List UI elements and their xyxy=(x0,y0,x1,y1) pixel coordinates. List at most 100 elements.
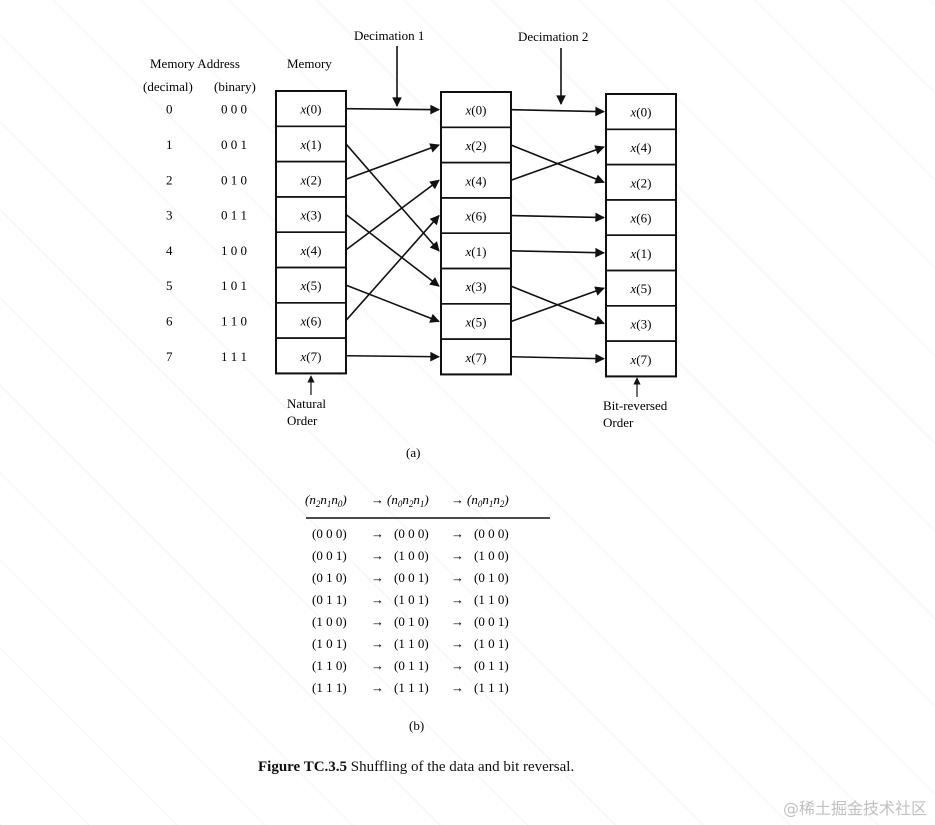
bit-reversed-cell xyxy=(605,340,677,378)
table-cell: (0 1 1) xyxy=(312,592,347,607)
bit-reversed-order-label-1: Bit-reversed xyxy=(603,398,668,413)
connection-lines xyxy=(345,104,605,364)
natural-order-label-2: Order xyxy=(287,413,318,428)
decimation-1-line xyxy=(345,284,440,323)
table-header-arrow-1: → xyxy=(371,492,384,507)
table-arrow: → xyxy=(451,680,464,695)
table-cell: (0 0 0) xyxy=(312,526,347,541)
table-arrow: → xyxy=(371,636,384,651)
table-cell: (1 0 1) xyxy=(394,592,429,607)
decimation-2-line xyxy=(510,353,605,364)
table-arrow: → xyxy=(451,548,464,563)
bit-reversed-cell-label: x(3) xyxy=(630,316,652,331)
subfigure-a-label: (a) xyxy=(406,445,420,460)
figure-caption: Figure TC.3.5 Shuffling of the data and … xyxy=(258,759,574,776)
memory-header: Memory xyxy=(287,56,332,71)
table-arrow: → xyxy=(371,548,384,563)
table-arrow: → xyxy=(451,636,464,651)
table-cell: (1 0 0) xyxy=(394,548,429,563)
memory-cell-label: x(7) xyxy=(300,349,322,364)
table-cell: (1 1 0) xyxy=(312,658,347,673)
table-header-arrow-2: → xyxy=(451,492,464,507)
address-decimal: 4 xyxy=(166,243,173,258)
decimal-header: (decimal) xyxy=(143,79,193,94)
decimation-1-line xyxy=(345,143,440,181)
decimation-2-label: Decimation 2 xyxy=(518,29,588,44)
decimation-1-cell-label: x(1) xyxy=(465,244,487,259)
table-arrow: → xyxy=(451,614,464,629)
decimation-1-label: Decimation 1 xyxy=(354,28,424,43)
table-cell: (1 1 0) xyxy=(474,592,509,607)
table-cell: (1 1 1) xyxy=(312,680,347,695)
table-arrow: → xyxy=(371,614,384,629)
decimation-2-line xyxy=(510,212,605,223)
table-arrow: → xyxy=(451,526,464,541)
address-decimal: 6 xyxy=(166,313,173,328)
address-binary: 1 1 0 xyxy=(221,313,247,328)
figure-label: Figure TC.3.5 xyxy=(258,759,348,775)
decimation-1-cell xyxy=(440,338,512,376)
memory-columns: x(0) x(1) x(2) x(3) x(4) x(5) x(6) x(7) x(0) x(2)… xyxy=(275,90,677,378)
address-decimal: 3 xyxy=(166,208,173,223)
bit-reversed-cell-label: x(1) xyxy=(630,246,652,261)
address-binary: 0 0 0 xyxy=(221,102,247,117)
table-cell: (0 0 1) xyxy=(312,548,347,563)
decimation-1-line xyxy=(345,143,440,252)
bit-reversed-cell-label: x(0) xyxy=(630,105,652,120)
table-arrow: → xyxy=(451,570,464,585)
memory-cell-label: x(5) xyxy=(300,278,322,293)
bit-reversed-cell-label: x(6) xyxy=(630,211,652,226)
decimation-1-cell-label: x(0) xyxy=(465,103,487,118)
address-decimal: 7 xyxy=(166,349,173,364)
decimation-1-line xyxy=(345,104,440,115)
table-cell: (1 0 0) xyxy=(312,614,347,629)
address-decimal: 5 xyxy=(166,278,173,293)
table-cell: (0 0 0) xyxy=(474,526,509,541)
table-cell: (0 0 1) xyxy=(394,570,429,585)
decimation-1-line xyxy=(345,213,440,287)
memory-cell-label: x(4) xyxy=(300,243,322,258)
table-cell: (1 1 1) xyxy=(394,680,429,695)
decimation-1-cell-label: x(2) xyxy=(465,138,487,153)
address-binary: 1 0 1 xyxy=(221,278,247,293)
table-cell: (0 1 1) xyxy=(394,658,429,673)
table-cell: (0 1 0) xyxy=(394,614,429,629)
bit-reversed-cell-label: x(7) xyxy=(630,352,652,367)
address-binary: 0 1 0 xyxy=(221,172,247,187)
table-cell: (1 1 1) xyxy=(474,680,509,695)
decimation-1-cell-label: x(5) xyxy=(465,314,487,329)
subfigure-b-label: (b) xyxy=(409,718,424,733)
table-arrow: → xyxy=(451,592,464,607)
bit-reversed-order-label-2: Order xyxy=(603,415,634,430)
table-cell: (0 0 1) xyxy=(474,614,509,629)
memory-cell xyxy=(275,337,347,375)
memory-cell-label: x(1) xyxy=(300,137,322,152)
table-cell: (0 0 0) xyxy=(394,526,429,541)
decimation-2-line xyxy=(510,286,605,323)
decimation-1-cell-label: x(6) xyxy=(465,209,487,224)
memory-cell-label: x(3) xyxy=(300,208,322,223)
table-header: (n2n1n0) → (n0n2n1) → (n0n1n2) xyxy=(305,492,509,509)
decimation-1-line xyxy=(345,351,440,362)
table-arrow: → xyxy=(371,570,384,585)
table-arrow: → xyxy=(371,592,384,607)
table-header-col3: (n0n1n2) xyxy=(467,492,509,509)
decimation-1-cell-label: x(3) xyxy=(465,279,487,294)
memory-cell-label: x(0) xyxy=(300,102,322,117)
table-cell: (0 1 1) xyxy=(474,658,509,673)
table-arrow: → xyxy=(451,658,464,673)
table-cell: (0 1 0) xyxy=(312,570,347,585)
bit-reversed-cell-label: x(5) xyxy=(630,281,652,296)
table-arrow: → xyxy=(371,658,384,673)
memory-cell-label: x(6) xyxy=(300,313,322,328)
decimation-1-line xyxy=(345,179,440,251)
decimation-1-cell-label: x(7) xyxy=(465,350,487,365)
table-cell: (1 0 1) xyxy=(474,636,509,651)
address-decimal: 1 xyxy=(166,137,173,152)
address-binary: 1 0 0 xyxy=(221,243,247,258)
figure-caption-text: Shuffling of the data and bit reversal. xyxy=(347,759,575,775)
table-cell: (0 1 0) xyxy=(474,570,509,585)
memory-address-header: Memory Address xyxy=(150,56,240,71)
bit-reversed-cell-label: x(2) xyxy=(630,175,652,190)
